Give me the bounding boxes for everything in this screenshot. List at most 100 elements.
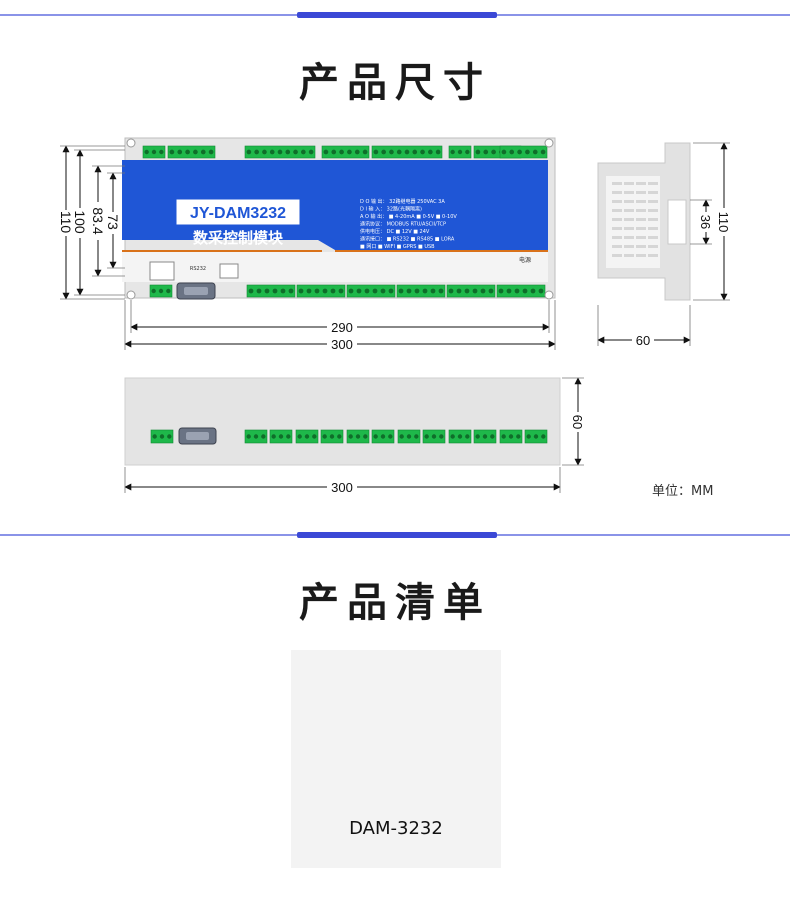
terminal-block: [446, 284, 496, 298]
middle-divider: [0, 532, 790, 538]
terminal-screw: [322, 288, 328, 294]
dim-label-73: 73: [105, 214, 121, 230]
front-horizontal-dim-labels: 290 300: [327, 320, 357, 352]
terminal-screw: [158, 288, 164, 294]
terminal-screw: [506, 288, 512, 294]
terminal-screw: [435, 149, 441, 155]
orange-stripe: [122, 250, 322, 252]
terminal-screw: [475, 434, 480, 439]
terminal-screw: [348, 288, 354, 294]
terminal-screw: [308, 149, 314, 155]
terminal-screw: [301, 149, 306, 155]
terminal-screw: [399, 434, 404, 439]
dimensions-section-title: 产品尺寸: [299, 60, 491, 106]
terminal-screw: [538, 288, 544, 294]
terminal-screw: [414, 288, 420, 294]
terminal-screw: [508, 434, 514, 439]
side-dim-labels: 110 36 60: [632, 208, 731, 348]
terminal-screw: [264, 288, 270, 294]
terminal-screw: [338, 288, 344, 294]
terminal-screw: [372, 288, 378, 294]
terminal-screw: [298, 288, 304, 294]
terminal-screw: [448, 288, 454, 294]
vent-slot: [636, 182, 646, 185]
terminal-screw: [314, 288, 320, 294]
spec-line: D I 输 入： 32路(光耦隔离): [360, 206, 422, 213]
vent-slot: [636, 218, 646, 221]
terminal-screw: [522, 288, 528, 294]
terminal-block: [321, 145, 370, 159]
vent-slot: [624, 227, 634, 230]
terminal-screw: [144, 149, 149, 155]
terminal-screw: [261, 434, 266, 439]
vent-slot: [636, 227, 646, 230]
terminal-block: [499, 145, 548, 159]
dim-label-100: 100: [72, 210, 88, 234]
vent-slot: [636, 209, 646, 212]
terminal-screw: [540, 149, 546, 155]
terminal-screw: [304, 434, 310, 439]
terminal-block: [167, 145, 216, 159]
unit-label: 单位：MM: [652, 484, 714, 499]
rs232-label: RS232: [190, 266, 206, 272]
dim-label-36: 36: [698, 215, 713, 229]
terminal-screw: [428, 149, 433, 155]
terminal-screw: [277, 149, 283, 155]
terminal-screw: [412, 149, 418, 155]
terminal-screw: [533, 434, 539, 439]
vent-slot: [624, 245, 634, 248]
vent-slot: [648, 182, 658, 185]
vent-slot: [612, 254, 622, 257]
vent-slot: [612, 191, 622, 194]
vent-slot: [612, 236, 622, 239]
vent-slot: [612, 200, 622, 203]
terminal-block: [246, 284, 296, 298]
bottom-view-drawing: [124, 377, 561, 466]
terminal-screw: [381, 149, 386, 155]
terminal-screw: [355, 434, 361, 439]
vent-slot: [648, 191, 658, 194]
terminal-screw: [288, 288, 294, 294]
terminal-screw: [450, 149, 455, 155]
terminal-screw: [373, 149, 379, 155]
terminal-screw: [509, 149, 515, 155]
vent-slot: [636, 254, 646, 257]
vent-slot: [624, 209, 634, 212]
bottom-db9-face: [186, 432, 209, 440]
terminal-screw: [438, 288, 444, 294]
terminal-screw: [362, 149, 368, 155]
dim-label-110: 110: [58, 211, 74, 234]
terminal-screw: [389, 149, 394, 155]
terminal-screw: [306, 288, 312, 294]
terminal-screw: [364, 288, 370, 294]
terminal-screw: [354, 149, 360, 155]
terminal-screw: [431, 434, 437, 439]
terminal-screw: [457, 149, 463, 155]
side-vent-slots: [612, 182, 658, 257]
terminal-screw: [293, 149, 298, 155]
power-label: 电源: [519, 256, 531, 264]
vent-slot: [636, 191, 646, 194]
terminal-screw: [517, 149, 522, 155]
terminal-screw: [465, 149, 470, 155]
terminal-screw: [501, 149, 507, 155]
product-card: DAM-3232: [291, 650, 501, 868]
terminal-screw: [406, 434, 412, 439]
terminal-screw: [356, 288, 362, 294]
dim-label-side-60: 60: [636, 333, 650, 348]
mount-hole: [126, 138, 136, 148]
terminal-screw: [516, 434, 521, 439]
terminal-screw: [166, 288, 171, 294]
terminal-block: [346, 284, 396, 298]
terminal-screw: [347, 149, 352, 155]
spec-line: 通讯接口： ■ RS232 ■ RS485 ■ LORA: [360, 236, 455, 243]
terminal-screw: [424, 434, 429, 439]
mount-hole: [544, 138, 554, 148]
terminal-screw: [159, 434, 165, 439]
divider-notch: [297, 532, 497, 538]
top-terminal-row: [142, 145, 548, 159]
terminal-screw: [532, 149, 538, 155]
vent-slot: [612, 218, 622, 221]
terminal-screw: [398, 288, 404, 294]
orange-stripe: [335, 250, 548, 252]
